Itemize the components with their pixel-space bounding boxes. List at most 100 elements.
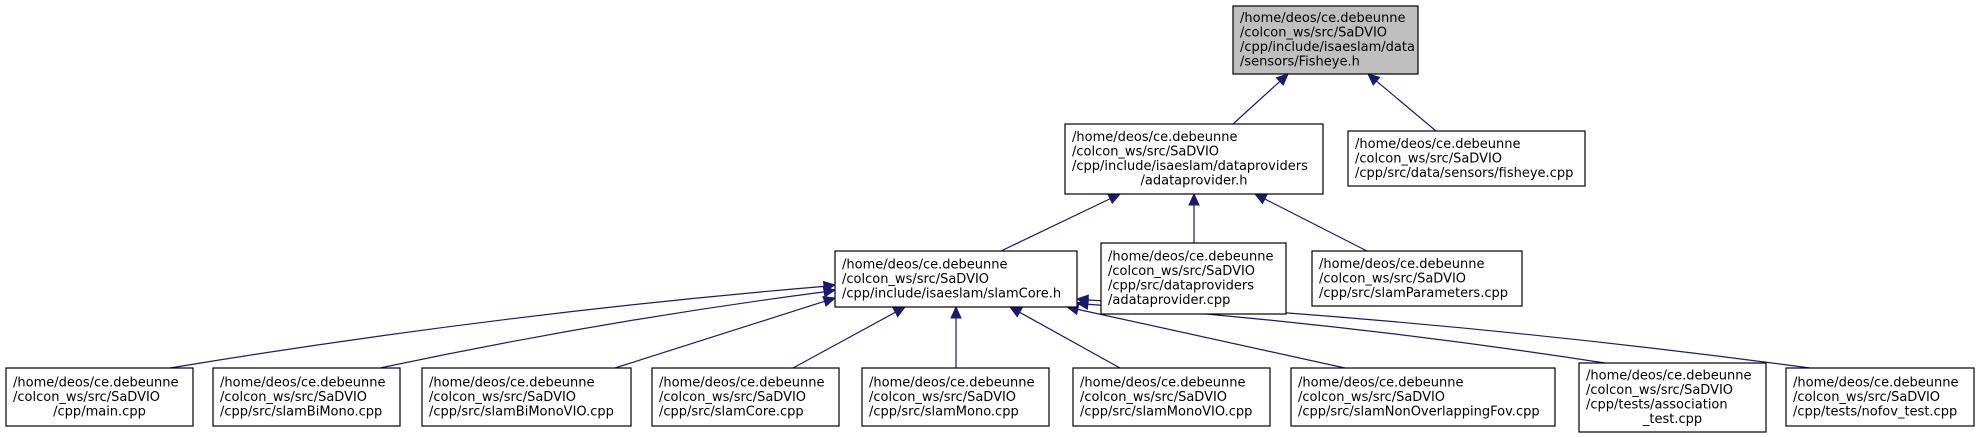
node-label-line: /colcon_ws/src/SaDVIO — [1080, 390, 1227, 405]
file-node-adataprovider-h[interactable]: /home/deos/ce.debeunne/colcon_ws/src/SaD… — [1064, 123, 1324, 195]
node-label-line: /home/deos/ce.debeunne — [1793, 375, 1958, 390]
file-node-main-cpp[interactable]: /home/deos/ce.debeunne/colcon_ws/src/SaD… — [5, 367, 194, 427]
edge-line — [1264, 198, 1368, 252]
node-label-line: /adataprovider.cpp — [1108, 293, 1230, 308]
node-label-line: /home/deos/ce.debeunne — [220, 375, 385, 390]
arrowhead — [1107, 193, 1122, 205]
node-box — [1311, 250, 1523, 307]
arrowhead — [822, 286, 837, 298]
edge-line — [1376, 80, 1437, 132]
node-label-line: /home/deos/ce.debeunne — [1108, 250, 1273, 265]
node-label-line: /cpp/main.cpp — [53, 404, 146, 419]
edge-line — [169, 285, 825, 369]
file-node-slamcore-h[interactable]: /home/deos/ce.debeunne/colcon_ws/src/SaD… — [834, 250, 1078, 308]
file-node-adataprovider-cpp[interactable]: /home/deos/ce.debeunne/colcon_ws/src/SaD… — [1100, 242, 1287, 315]
node-label-line: /colcon_ws/src/SaDVIO — [659, 390, 806, 405]
edge-line — [379, 291, 825, 369]
arrowhead — [1253, 193, 1268, 205]
arrowhead — [892, 306, 907, 318]
node-label-line: /colcon_ws/src/SaDVIO — [1240, 26, 1387, 41]
node-label-line: /colcon_ws/src/SaDVIO — [1586, 383, 1733, 398]
file-node-slammono-cpp[interactable]: /home/deos/ce.debeunne/colcon_ws/src/SaD… — [861, 367, 1050, 427]
node-label-line: /home/deos/ce.debeunne — [869, 375, 1034, 390]
arrowhead — [1188, 192, 1200, 206]
edge-line — [792, 311, 896, 369]
node-label-line: /cpp/src/slamMonoVIO.cpp — [1080, 404, 1252, 419]
node-label-line: /cpp/src/slamCore.cpp — [659, 404, 804, 419]
file-node-nofov-test-cpp[interactable]: /home/deos/ce.debeunne/colcon_ws/src/SaD… — [1785, 367, 1975, 427]
node-box — [5, 367, 194, 427]
arrowhead — [1075, 294, 1089, 306]
node-label-line: /colcon_ws/src/SaDVIO — [220, 390, 367, 405]
edge-slambimono_cpp-to-slamcore_h — [379, 286, 837, 369]
node-label-line: /cpp/include/isaeslam/dataproviders — [1072, 159, 1308, 174]
node-box — [1290, 367, 1556, 427]
edge-fisheye_cpp-to-fisheye_h — [1367, 73, 1437, 132]
node-label-line: /colcon_ws/src/SaDVIO — [1355, 151, 1502, 166]
node-label-line: /home/deos/ce.debeunne — [1240, 11, 1405, 26]
node-box — [651, 367, 840, 427]
arrowhead — [822, 295, 837, 307]
node-box — [1232, 5, 1419, 75]
node-box — [834, 250, 1078, 308]
node-box — [1064, 123, 1324, 195]
node-label-line: /cpp/include/isaeslam/slamCore.h — [842, 286, 1061, 301]
node-box — [1578, 362, 1767, 433]
file-node-slamcore-cpp[interactable]: /home/deos/ce.debeunne/colcon_ws/src/SaD… — [651, 367, 840, 427]
file-node-fisheye-cpp[interactable]: /home/deos/ce.debeunne/colcon_ws/src/SaD… — [1347, 130, 1586, 187]
file-node-slammonovio-cpp[interactable]: /home/deos/ce.debeunne/colcon_ws/src/SaD… — [1072, 367, 1271, 427]
node-label-line: /cpp/include/isaeslam/data — [1240, 40, 1415, 55]
node-label-line: /cpp/src/slamBiMonoVIO.cpp — [429, 404, 614, 419]
edge-adataprovider_h-to-fisheye_h — [1232, 73, 1289, 125]
edge-line — [1019, 311, 1121, 369]
edge-line — [614, 300, 825, 369]
node-label-line: /cpp/src/slamBiMono.cpp — [220, 404, 382, 419]
node-box — [1785, 367, 1975, 427]
arrowhead — [1008, 306, 1023, 318]
node-label-line: /home/deos/ce.debeunne — [842, 257, 1007, 272]
arrowhead — [950, 305, 962, 319]
node-label-line: /cpp/tests/association — [1586, 398, 1728, 413]
node-label-line: /adataprovider.h — [1141, 174, 1248, 189]
node-label-line: /cpp/tests/nofov_test.cpp — [1793, 404, 1957, 419]
edge-slamcore_cpp-to-slamcore_h — [792, 306, 907, 369]
file-node-slambimono-cpp[interactable]: /home/deos/ce.debeunne/colcon_ws/src/SaD… — [212, 367, 401, 427]
file-node-slamparameters-cpp[interactable]: /home/deos/ce.debeunne/colcon_ws/src/SaD… — [1311, 250, 1523, 307]
node-label-line: /home/deos/ce.debeunne — [1586, 369, 1751, 384]
node-label-line: /cpp/src/slamParameters.cpp — [1319, 286, 1508, 301]
node-label-line: /home/deos/ce.debeunne — [1355, 137, 1520, 152]
node-label-line: /home/deos/ce.debeunne — [1072, 130, 1237, 145]
node-label-line: /home/deos/ce.debeunne — [1298, 375, 1463, 390]
node-label-line: /cpp/src/data/sensors/fisheye.cpp — [1355, 166, 1573, 181]
node-box — [212, 367, 401, 427]
edge-line — [1077, 308, 1346, 369]
edge-slammono_cpp-to-slamcore_h — [950, 305, 962, 368]
edges-layer — [169, 73, 1811, 369]
node-label-line: /cpp/src/slamMono.cpp — [869, 404, 1019, 419]
node-label-line: /home/deos/ce.debeunne — [13, 375, 178, 390]
node-label-line: /colcon_ws/src/SaDVIO — [13, 390, 160, 405]
node-label-line: /cpp/src/dataproviders — [1108, 279, 1254, 294]
node-label-line: /cpp/src/slamNonOverlappingFov.cpp — [1298, 404, 1540, 419]
node-label-line: /colcon_ws/src/SaDVIO — [1072, 145, 1219, 160]
node-box — [861, 367, 1050, 427]
node-label-line: /colcon_ws/src/SaDVIO — [1298, 390, 1445, 405]
nodes-layer: /home/deos/ce.debeunne/colcon_ws/src/SaD… — [5, 5, 1975, 433]
file-node-slamnonoverlapping-cpp[interactable]: /home/deos/ce.debeunne/colcon_ws/src/SaD… — [1290, 367, 1556, 427]
file-node-slambimonovio-cpp[interactable]: /home/deos/ce.debeunne/colcon_ws/src/SaD… — [421, 367, 632, 427]
file-node-association-test-cpp[interactable]: /home/deos/ce.debeunne/colcon_ws/src/SaD… — [1578, 362, 1767, 433]
edge-main_cpp-to-slamcore_h — [169, 280, 837, 369]
node-label-line: /colcon_ws/src/SaDVIO — [429, 390, 576, 405]
node-box — [1347, 130, 1586, 187]
node-label-line: /colcon_ws/src/SaDVIO — [1319, 271, 1466, 286]
node-label-line: /home/deos/ce.debeunne — [429, 375, 594, 390]
edge-slammonovio_cpp-to-slamcore_h — [1008, 306, 1121, 369]
node-box — [1100, 242, 1287, 315]
arrowhead — [1367, 73, 1381, 86]
node-label-line: /sensors/Fisheye.h — [1240, 55, 1360, 70]
node-label-line: /home/deos/ce.debeunne — [1080, 375, 1245, 390]
node-box — [1072, 367, 1271, 427]
arrowhead — [1275, 73, 1289, 87]
node-label-line: /colcon_ws/src/SaDVIO — [842, 272, 989, 287]
